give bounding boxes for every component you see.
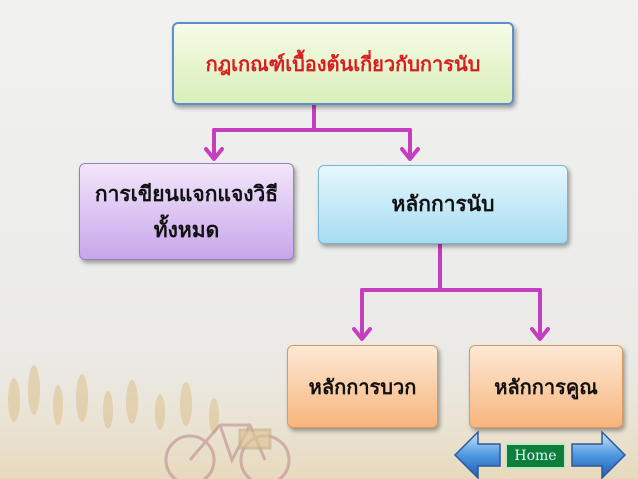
addition-principle-node: หลักการบวก bbox=[287, 345, 438, 428]
bicycle-illustration bbox=[164, 423, 291, 479]
back-arrow-icon[interactable] bbox=[453, 430, 501, 479]
addition-principle-label: หลักการบวก bbox=[308, 374, 417, 399]
home-button-label: Home bbox=[514, 448, 557, 464]
listing-method-line2: ทั้งหมด bbox=[153, 216, 220, 242]
arrowhead-multiply bbox=[530, 327, 550, 341]
counting-principle-node: หลักการนับ bbox=[318, 165, 568, 244]
listing-method-node: การเขียนแจกแจงวิธี ทั้งหมด bbox=[79, 163, 294, 260]
listing-method-line1: การเขียนแจกแจงวิธี bbox=[94, 180, 279, 206]
counting-principle-label: หลักการนับ bbox=[391, 191, 495, 216]
arrowhead-add bbox=[352, 327, 372, 341]
title-node-label: กฎเกณฑ์เบื้องต้นเกี่ยวกับการนับ bbox=[205, 51, 481, 76]
multiplication-principle-node: หลักการคูณ bbox=[469, 345, 623, 428]
home-button[interactable]: Home bbox=[505, 443, 566, 469]
arrowhead-left bbox=[204, 147, 224, 161]
multiplication-principle-label: หลักการคูณ bbox=[494, 374, 598, 399]
title-node: กฎเกณฑ์เบื้องต้นเกี่ยวกับการนับ bbox=[172, 22, 514, 105]
arrowhead-right bbox=[400, 147, 420, 161]
wheat-stalks bbox=[8, 365, 219, 434]
next-arrow-icon[interactable] bbox=[571, 430, 627, 479]
